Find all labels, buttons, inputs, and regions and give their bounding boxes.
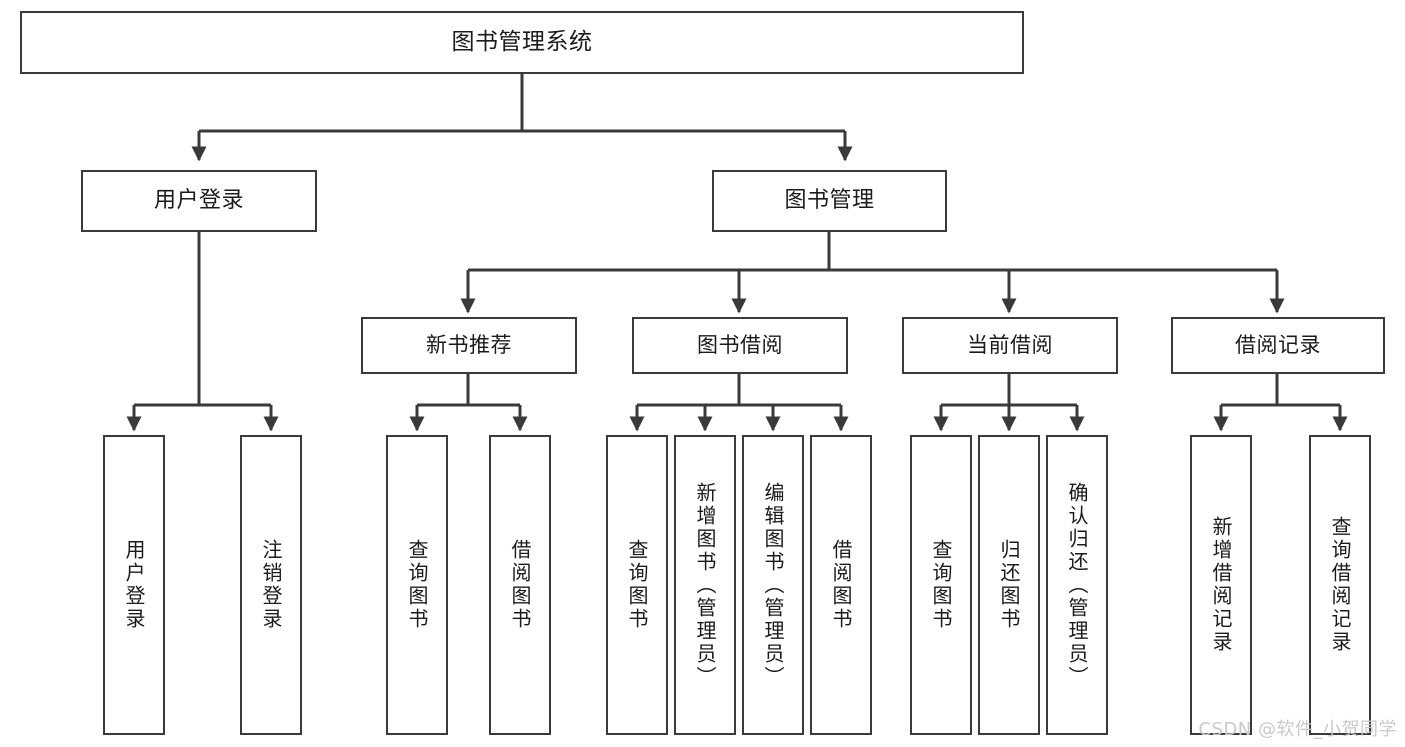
node-root-system[interactable]: 图书管理系统 <box>20 11 1024 74</box>
node-label: 归还图书 <box>997 539 1021 631</box>
node-user-login[interactable]: 用户登录 <box>81 170 317 232</box>
node-label: 新增图书（管理员） <box>693 481 717 689</box>
node-label: 当前借阅 <box>967 333 1053 358</box>
leaf-query-book-current[interactable]: 查询图书 <box>910 435 972 735</box>
leaf-borrow-book-recommend[interactable]: 借阅图书 <box>489 435 551 735</box>
leaf-logout[interactable]: 注销登录 <box>240 435 302 735</box>
leaf-add-borrow-record[interactable]: 新增借阅记录 <box>1190 435 1252 735</box>
node-label: 用户登录 <box>122 539 146 631</box>
node-label: 查询图书 <box>929 539 953 631</box>
node-label: 图书管理系统 <box>451 29 593 56</box>
node-label: 确认归还（管理员） <box>1065 481 1089 689</box>
node-label: 注销登录 <box>259 539 283 631</box>
leaf-edit-book-admin[interactable]: 编辑图书（管理员） <box>742 435 804 735</box>
leaf-add-book-admin[interactable]: 新增图书（管理员） <box>674 435 736 735</box>
leaf-query-borrow-record[interactable]: 查询借阅记录 <box>1309 435 1371 735</box>
node-label: 借阅图书 <box>508 539 532 631</box>
node-label: 借阅图书 <box>829 539 853 631</box>
leaf-borrow-book[interactable]: 借阅图书 <box>810 435 872 735</box>
node-label: 图书借阅 <box>697 333 783 358</box>
node-label: 查询图书 <box>625 539 649 631</box>
leaf-return-book[interactable]: 归还图书 <box>978 435 1040 735</box>
node-book-borrow[interactable]: 图书借阅 <box>632 317 848 374</box>
leaf-query-book-recommend[interactable]: 查询图书 <box>386 435 448 735</box>
node-borrow-record[interactable]: 借阅记录 <box>1171 317 1385 374</box>
node-label: 用户登录 <box>153 188 244 214</box>
node-label: 借阅记录 <box>1235 333 1321 358</box>
node-label: 查询图书 <box>405 539 429 631</box>
node-label: 新增借阅记录 <box>1209 516 1233 654</box>
node-label: 图书管理 <box>784 188 875 214</box>
node-book-management[interactable]: 图书管理 <box>712 170 947 232</box>
node-current-borrow[interactable]: 当前借阅 <box>902 317 1118 374</box>
leaf-confirm-return-admin[interactable]: 确认归还（管理员） <box>1046 435 1108 735</box>
node-label: 新书推荐 <box>426 333 512 358</box>
leaf-user-login[interactable]: 用户登录 <box>103 435 165 735</box>
node-label: 编辑图书（管理员） <box>761 481 785 689</box>
watermark-text: CSDN @软件_小贺同学 <box>1198 719 1397 740</box>
node-label: 查询借阅记录 <box>1328 516 1352 654</box>
node-new-book-recommend[interactable]: 新书推荐 <box>361 317 577 374</box>
leaf-query-book-borrow[interactable]: 查询图书 <box>606 435 668 735</box>
